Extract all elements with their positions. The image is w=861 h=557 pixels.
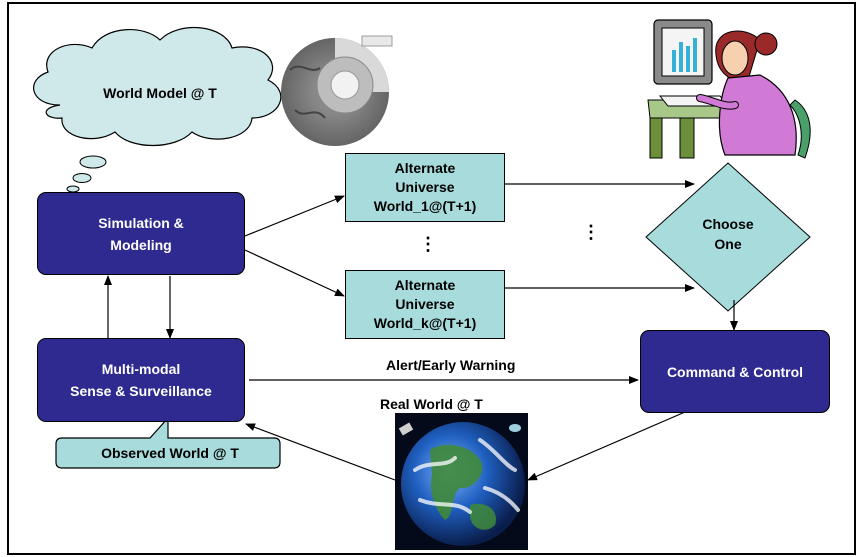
altk-line-2: Universe [395, 296, 455, 312]
command-control-box: Command & Control [640, 330, 830, 413]
world-model-label: World Model @ T [103, 85, 217, 101]
person-at-computer-icon [647, 19, 811, 159]
alt1-line-2: Universe [395, 179, 455, 195]
choose-line-2: One [714, 236, 742, 252]
simulation-line-2: Modeling [110, 236, 172, 253]
alert-warning-label: Alert/Early Warning [386, 357, 516, 373]
ellipsis-middle: ⋮ [419, 234, 437, 254]
alternate-universe-1-box: Alternate Universe World_1@(T+1) [345, 153, 505, 222]
altk-line-3: World_k@(T+1) [373, 315, 477, 331]
sense-surveillance-box: Multi-modal Sense & Surveillance [37, 338, 245, 422]
connectors [104, 180, 738, 481]
arrow-command-to-earth [527, 411, 686, 481]
alt1-line-1: Alternate [394, 160, 456, 176]
simulation-modeling-box: Simulation & Modeling [37, 192, 245, 275]
simulation-line-1: Simulation & [98, 214, 184, 231]
real-world-label: Real World @ T [380, 396, 483, 412]
alternate-universe-k-box: Alternate Universe World_k@(T+1) [345, 270, 505, 339]
choose-one-label: Choose One [688, 214, 768, 254]
choose-diamond [645, 162, 811, 312]
command-label: Command & Control [666, 363, 804, 380]
sensing-line-2: Sense & Surveillance [70, 383, 212, 399]
arrow-earth-to-sense [245, 423, 396, 481]
ellipsis-right: ⋮ [582, 222, 600, 242]
arrow-sim-to-altk [244, 249, 345, 297]
alt1-line-3: World_1@(T+1) [373, 198, 477, 214]
observed-world-callout [55, 416, 281, 469]
arrow-sim-to-alt1 [244, 195, 345, 237]
cloud-shape [33, 26, 282, 193]
observed-world-label: Observed World @ T [101, 445, 239, 461]
altk-line-1: Alternate [394, 277, 456, 293]
earth-cutaway-icon [281, 35, 393, 146]
choose-line-1: Choose [702, 216, 754, 232]
sensing-line-1: Multi-modal [101, 361, 181, 377]
earth-globe-icon [395, 413, 528, 550]
